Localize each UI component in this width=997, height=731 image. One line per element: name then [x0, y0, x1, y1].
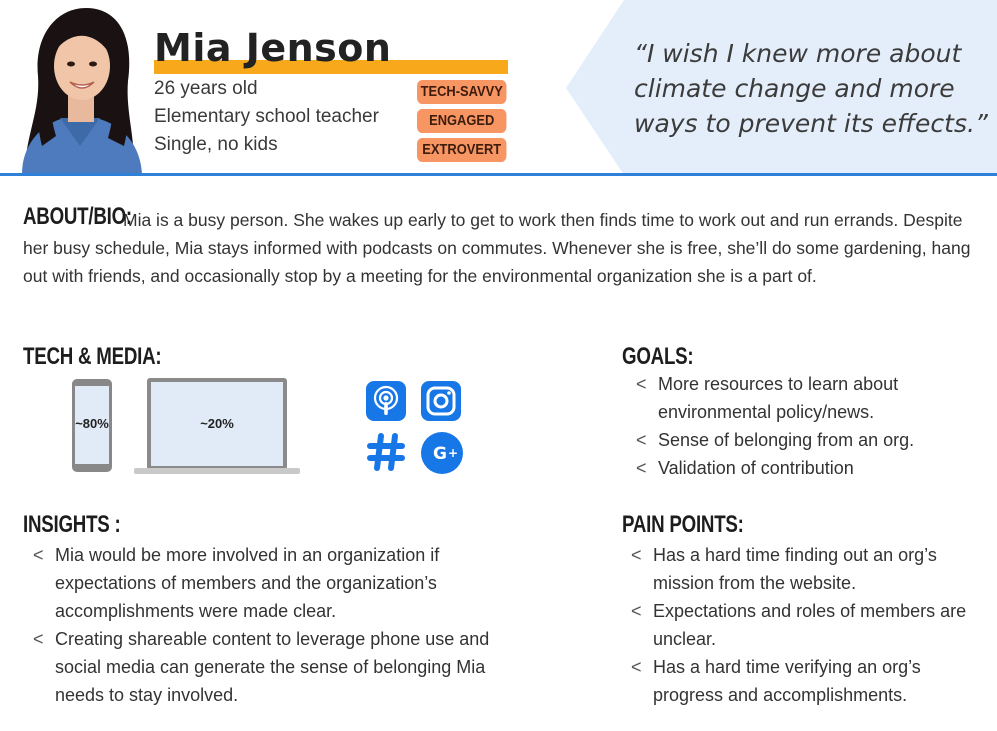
google-plus-icon: G +	[421, 432, 463, 474]
laptop-usage-label: ~20%	[200, 416, 234, 431]
tag-extrovert: EXTROVERT	[417, 138, 507, 162]
insight-item: <Mia would be more involved in an organi…	[33, 545, 440, 621]
header-divider	[0, 173, 997, 176]
instagram-icon	[421, 381, 461, 421]
family-fact: Single, no kids	[154, 134, 278, 155]
svg-text:G: G	[433, 444, 447, 464]
svg-text:+: +	[448, 446, 458, 460]
pain-point-item: <Has a hard time verifying an org’s prog…	[631, 657, 921, 705]
insights-list: <Mia would be more involved in an organi…	[27, 541, 527, 709]
quote-panel-background	[566, 0, 997, 175]
profile-photo	[16, 6, 144, 174]
about-heading: ABOUT/BIO:	[23, 203, 132, 230]
occupation-fact: Elementary school teacher	[154, 106, 379, 127]
goal-item: <Validation of contribution	[636, 458, 854, 478]
phone-usage-label: ~80%	[75, 416, 109, 431]
insight-item: <Creating shareable content to leverage …	[33, 629, 490, 705]
name-underline	[154, 60, 508, 74]
insights-heading: INSIGHTS :	[23, 511, 121, 538]
pain-points-list: <Has a hard time finding out an org’s mi…	[625, 541, 970, 709]
podcasts-icon	[366, 381, 406, 421]
pain-point-item: <Expectations and roles of members are u…	[631, 601, 967, 649]
about-text: Mia is a busy person. She wakes up early…	[23, 210, 971, 286]
slack-icon	[366, 432, 406, 472]
goals-heading: GOALS:	[622, 343, 694, 370]
persona-name: Mia Jenson	[154, 26, 392, 70]
tag-engaged: ENGAGED	[417, 109, 507, 133]
phone-device	[71, 378, 113, 473]
tag-tech-savvy: TECH-SAVVY	[417, 80, 507, 104]
age-fact: 26 years old	[154, 78, 258, 99]
goal-item: <More resources to learn about environme…	[636, 374, 899, 422]
laptop-device	[134, 377, 300, 475]
pain-point-item: <Has a hard time finding out an org’s mi…	[631, 545, 937, 593]
pain-points-heading: PAIN POINTS:	[622, 511, 744, 538]
persona-quote: “I wish I knew more about climate change…	[634, 39, 988, 138]
goals-list: <More resources to learn about environme…	[630, 370, 970, 482]
goal-item: <Sense of belonging from an org.	[636, 430, 915, 450]
tech-media-heading: TECH & MEDIA:	[23, 343, 162, 370]
